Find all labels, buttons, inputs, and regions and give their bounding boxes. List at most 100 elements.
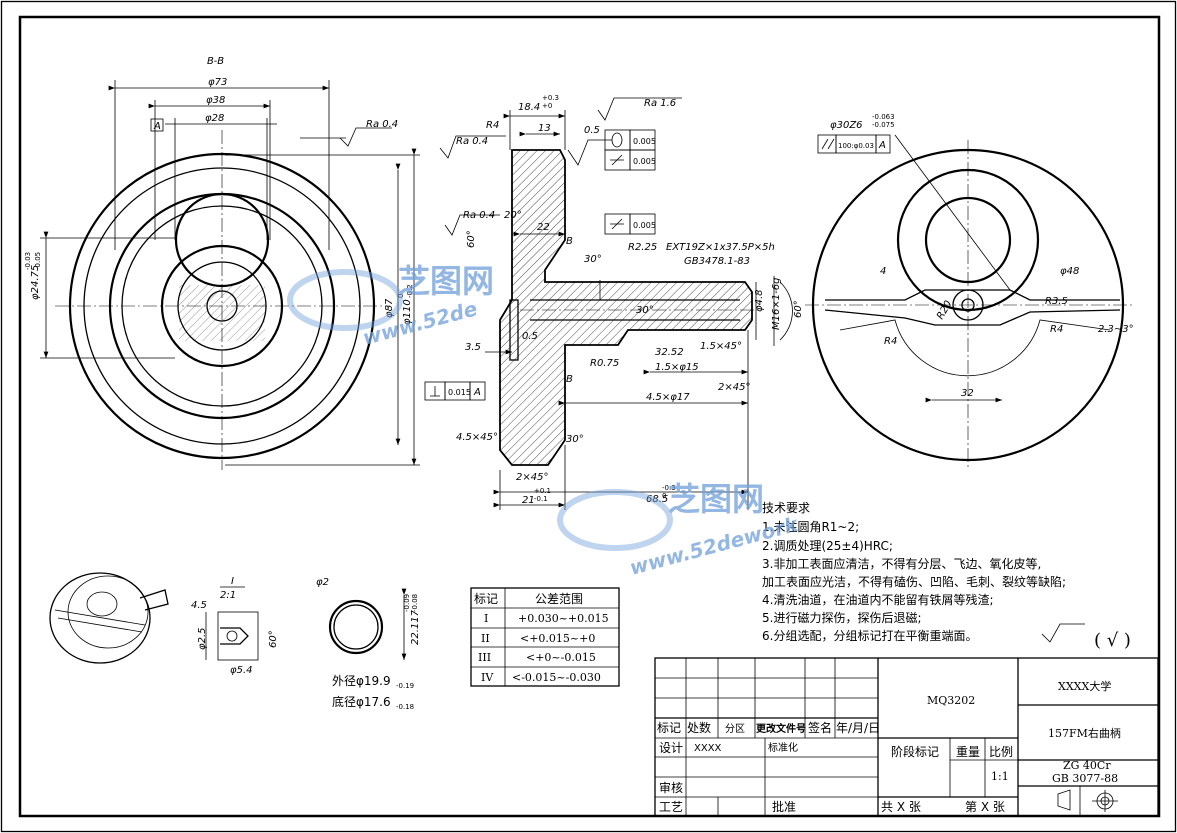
dim-20deg: 20° bbox=[504, 210, 522, 221]
table-row1-mark: I bbox=[484, 612, 488, 625]
table-header-mark: 标记 bbox=[474, 592, 498, 606]
roughness-1-6: Ra 1.6 bbox=[644, 98, 676, 109]
dim-32: 32 bbox=[961, 388, 974, 399]
dim-d48: φ48 bbox=[1060, 266, 1079, 277]
tb-approve: 批准 bbox=[772, 799, 796, 814]
dim-21-tol1: +0.1 bbox=[534, 487, 551, 495]
dim-d110: φ110 bbox=[402, 299, 413, 325]
dim-d24-tol2: -0.05 bbox=[34, 252, 42, 270]
tol-round: 0.005 bbox=[633, 137, 656, 146]
table-row1-range: +0.030~+0.015 bbox=[518, 612, 609, 625]
watermark-name-1: 芝图网 bbox=[398, 262, 494, 300]
tol-cyl: 0.005 bbox=[633, 157, 656, 166]
tech-item-6: 6.分组选配，分组标记打在平衡重端面。 bbox=[762, 629, 977, 643]
tol-runout: 0.005 bbox=[633, 221, 656, 230]
dim-d38: φ38 bbox=[206, 95, 225, 106]
ring-dim-22-tol2: -0.08 bbox=[411, 594, 419, 612]
roughness-0-4a: Ra 0.4 bbox=[456, 136, 488, 147]
detail-dim-60: 60° bbox=[268, 630, 279, 648]
tb-count: 处数 bbox=[687, 720, 711, 735]
section-b-top: B bbox=[566, 236, 573, 247]
dim-r4a: R4 bbox=[1050, 324, 1063, 335]
tb-designer: XXXX bbox=[694, 743, 722, 754]
dim-2-3deg: 2.3~3° bbox=[1098, 324, 1134, 335]
tol-perp-datum: A bbox=[473, 387, 481, 398]
dim-r0-75: R0.75 bbox=[590, 358, 619, 369]
dim-30deg-a: 30° bbox=[584, 254, 602, 265]
dim-4-5xd17: 4.5×φ17 bbox=[646, 392, 690, 403]
tol-parallel: 100:φ0.03 bbox=[838, 142, 874, 150]
side-view: φ30Z6 -0.063 -0.075 100:φ0.03 A 4 φ48 R3… bbox=[805, 113, 1135, 470]
dim-22: 22 bbox=[537, 222, 550, 233]
ring-outer: 外径φ19.9 bbox=[332, 674, 391, 688]
dim-3-5: 3.5 bbox=[465, 342, 481, 353]
dim-d30z6: φ30Z6 bbox=[830, 120, 863, 131]
tb-review: 审核 bbox=[659, 780, 683, 795]
tech-requirements: 技术要求 1.未注圆角R1~2; 2.调质处理(25±4)HRC; 3.非加工表… bbox=[762, 501, 1131, 651]
dim-0-5b: 0.5 bbox=[522, 331, 538, 342]
tol-parallel-datum: A bbox=[878, 140, 886, 151]
tech-title: 技术要求 bbox=[762, 501, 810, 515]
table-row4-range: <-0.015~-0.030 bbox=[512, 671, 601, 684]
dim-d110-tol2: -0.2 bbox=[406, 284, 414, 298]
section-view: 18.4 +0.3 +0 13 R4 Ra 1.6 0.5 0.005 0.00… bbox=[424, 94, 804, 510]
table-row4-mark: IV bbox=[481, 671, 494, 684]
dim-21: 21 bbox=[522, 495, 535, 506]
dim-d28: φ28 bbox=[205, 113, 224, 124]
dim-d73: φ73 bbox=[208, 77, 227, 88]
dim-68-5: 68.5 bbox=[646, 494, 668, 505]
front-view: B-B A φ73 φ38 φ28 Ra 0.4 φ24.75 bbox=[24, 56, 420, 470]
dim-d30z6-tol1: -0.063 bbox=[872, 113, 895, 121]
tb-process: 工艺 bbox=[659, 800, 683, 814]
detail-scale: 2:1 bbox=[220, 590, 236, 601]
table-row3-range: <+0~-0.015 bbox=[526, 651, 596, 664]
detail-dim-d5-4: φ5.4 bbox=[230, 665, 253, 676]
tech-item-1: 1.未注圆角R1~2; bbox=[762, 519, 859, 534]
tb-school: XXXX大学 bbox=[1058, 679, 1111, 693]
ring-view: φ2 22.117 -0.09 -0.08 外径φ19.9 -0.19 底径φ1… bbox=[316, 577, 421, 711]
detail-dim-4-5: 4.5 bbox=[191, 600, 207, 611]
watermark-url-1: www.52de bbox=[360, 296, 480, 350]
tech-item-5: 5.进行磁力探伤，探伤后退磁; bbox=[762, 610, 922, 625]
detail-label: I bbox=[231, 576, 234, 587]
tb-stage: 阶段标记 bbox=[891, 744, 939, 759]
dim-d24-tol1: -0.03 bbox=[24, 252, 32, 270]
dim-d24: φ24.75 bbox=[30, 265, 41, 300]
dim-1-5xd15: 1.5×φ15 bbox=[655, 362, 699, 373]
dim-d30z6-tol2: -0.075 bbox=[872, 121, 895, 129]
dim-2x45: 2×45° bbox=[718, 382, 750, 393]
inner-frame bbox=[18, 15, 1161, 818]
dim-18-4: 18.4 bbox=[518, 102, 540, 113]
tb-date: 年/月/日 bbox=[836, 721, 880, 735]
dim-d87: φ87 bbox=[384, 298, 395, 318]
section-b-bottom: B bbox=[566, 374, 573, 385]
dim-r3-5: R3.5 bbox=[1045, 296, 1068, 307]
tech-item-4: 4.清洗油道，在油道内不能留有铁屑等残渣; bbox=[762, 593, 994, 607]
datum-a: A bbox=[153, 121, 161, 132]
dim-m16: M16×1-6g bbox=[771, 278, 782, 330]
tb-standardize: 标准化 bbox=[768, 741, 798, 754]
dim-r2-25: R2.25 bbox=[628, 242, 657, 253]
tech-item-2: 2.调质处理(25±4)HRC; bbox=[762, 539, 893, 553]
ring-dim-d2: φ2 bbox=[316, 577, 329, 588]
dim-21-tol2: -0.1 bbox=[534, 495, 548, 503]
tolerance-table: 标记 公差范围 I +0.030~+0.015 II <+0.015~+0 II… bbox=[470, 587, 620, 687]
ring-outer-tol: -0.19 bbox=[396, 682, 414, 690]
dim-r4b: R4 bbox=[884, 336, 897, 347]
dim-13: 13 bbox=[538, 123, 551, 134]
dim-30deg-c: 30° bbox=[566, 434, 584, 445]
roughness-other: ( √ ) bbox=[1094, 630, 1131, 651]
dim-2x45b: 2×45° bbox=[516, 472, 548, 483]
dim-r4: R4 bbox=[486, 120, 499, 131]
ring-dim-22: 22.117 bbox=[410, 609, 421, 645]
tb-zone: 分区 bbox=[725, 723, 745, 735]
dim-60deg: 60° bbox=[466, 230, 477, 248]
tb-material: ZG 40Cr bbox=[1063, 759, 1111, 772]
dim-0-5: 0.5 bbox=[584, 125, 600, 136]
tech-item-3: 3.非加工表面应清洁，不得有分层、飞边、氧化皮等, bbox=[762, 556, 1041, 571]
tb-standard: GB 3077-88 bbox=[1052, 772, 1118, 785]
tb-design: 设计 bbox=[659, 741, 683, 755]
tb-total: 共 X 张 bbox=[881, 800, 921, 814]
dim-30deg-b: 30° bbox=[636, 305, 654, 316]
